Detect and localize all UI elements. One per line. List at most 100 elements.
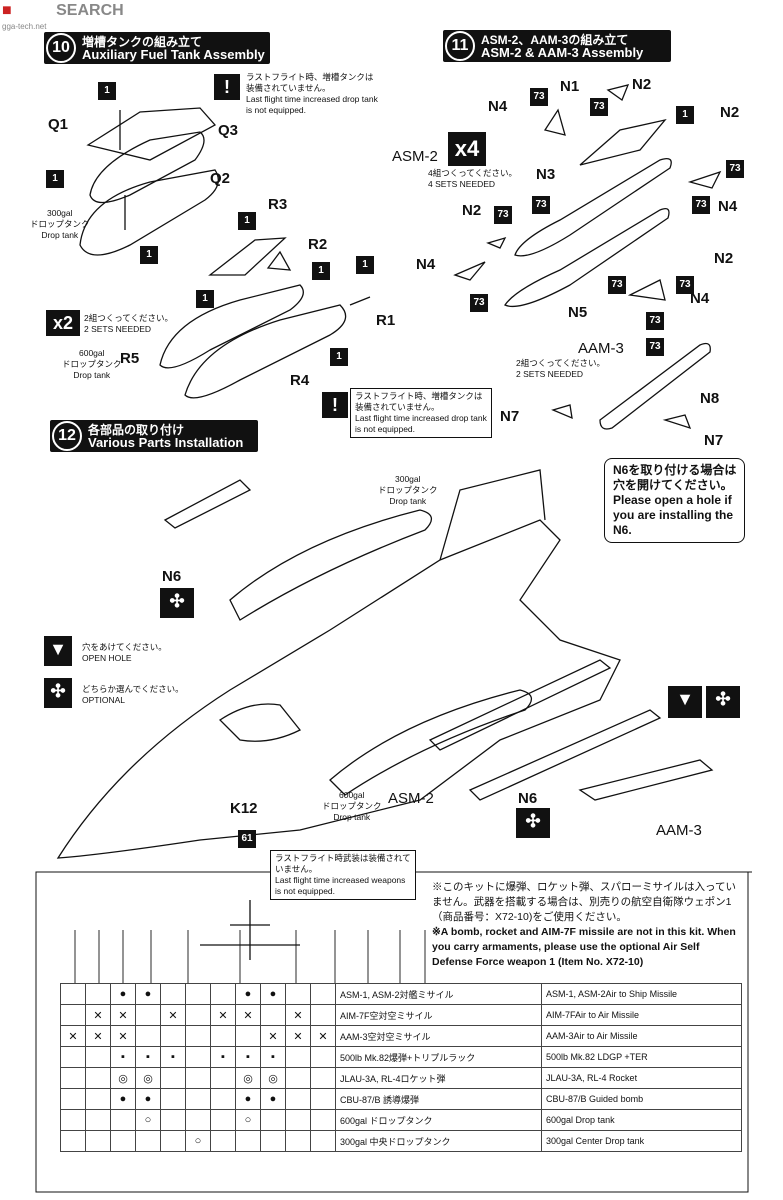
weapon-name-jp: JLAU-3A, RL-4ロケット弾 (334, 1067, 543, 1089)
color-tag: 73 (608, 276, 626, 294)
station-cell (185, 1109, 211, 1131)
size: 300gal (394, 474, 421, 484)
aam3-label: AAM-3 (578, 340, 624, 357)
en: OPEN HOLE (82, 653, 132, 663)
weapons-note: ラストフライト時武装は装備されて いません。 Last flight time … (270, 850, 416, 900)
armament-footnote: ※このキットに爆弾、ロケット弾、スパローミサイルは入っていません。武器を搭載する… (432, 880, 742, 970)
en: OPTIONAL (82, 695, 125, 705)
jp: 4組つくってください。 (428, 168, 518, 178)
station-cell (160, 1067, 186, 1089)
r2-fin (266, 250, 292, 271)
jp: どちらか選んでください。 (82, 684, 184, 694)
part-label-n1: N1 (560, 78, 580, 95)
part-label-n6: N6 (162, 568, 182, 585)
color-tag: 73 (494, 206, 512, 224)
part-label-r5: R5 (120, 350, 140, 367)
station-cell (160, 1130, 186, 1152)
jp2: 装備されていません。 (355, 402, 440, 412)
warning-icon: ! (322, 392, 348, 418)
jp2: いません。 (275, 864, 318, 874)
station-cell (85, 983, 111, 1005)
station-cell: ✕ (285, 1004, 311, 1026)
drop-tank-600-label: 600gal ドロップタンク Drop tank (322, 790, 382, 823)
part-label-n5: N5 (568, 304, 588, 321)
weapon-name-jp: ASM-1, ASM-2対艦ミサイル (334, 983, 543, 1005)
legend-open-hole: 穴をあけてください。 OPEN HOLE (82, 642, 167, 664)
n2-fin-a (606, 84, 630, 102)
station-cell (310, 1109, 336, 1131)
open-hole-icon: ▼ (44, 636, 72, 666)
step-number: 10 (46, 33, 76, 63)
color-tag: 1 (330, 348, 348, 366)
station-cell (210, 1088, 236, 1110)
aam3-body (599, 342, 711, 430)
station-cell (60, 1109, 86, 1131)
station-cell: ▪ (110, 1046, 136, 1068)
part-label-r1: R1 (376, 312, 396, 329)
station-cell (60, 1004, 86, 1026)
station-cell (210, 1109, 236, 1131)
aam3-pylon (468, 709, 662, 801)
color-tag: 1 (676, 106, 694, 124)
jp2: 穴を開けてください。 (613, 478, 733, 492)
site-logo[interactable]: ■ SEARCH (2, 2, 124, 20)
jp: 穴をあけてください。 (82, 642, 167, 652)
weapon-name-jp: AIM-7F空対空ミサイル (334, 1004, 543, 1026)
step-number: 11 (445, 31, 475, 61)
en: Drop tank (333, 812, 371, 822)
station-cell (135, 1004, 161, 1026)
en1: Last flight time increased drop tank (355, 413, 487, 423)
station-cell (85, 1067, 111, 1089)
r5-tank-half (159, 284, 304, 369)
station-cell: ✕ (260, 1025, 286, 1047)
aircraft-fuselage (56, 519, 621, 859)
size: 300gal (46, 208, 73, 218)
drop-tank-300gal (229, 509, 432, 621)
weapon-name-en: AAM-3Air to Air Missile (541, 1025, 742, 1047)
times2-badge: x2 (46, 310, 80, 336)
en: 4 SETS NEEDED (428, 179, 496, 189)
station-cell: ● (135, 983, 161, 1005)
jp: 2組つくってください。 (84, 313, 174, 323)
weapon-name-en: 300gal Center Drop tank (541, 1130, 742, 1152)
station-cell (185, 1004, 211, 1026)
drop-tank-600-label: 600gal ドロップタンク Drop tank (62, 348, 122, 381)
station-cell (60, 1088, 86, 1110)
part-label-n2: N2 (462, 202, 482, 219)
station-cell (185, 983, 211, 1005)
station-cell: ✕ (310, 1025, 336, 1047)
times2-note: 2組つくってください。 2 SETS NEEDED (84, 313, 173, 335)
station-cell (260, 1109, 286, 1131)
station-cell: ● (260, 1088, 286, 1110)
step12-header: 12 各部品の取り付け Various Parts Installation (50, 420, 258, 452)
step11-header: 11 ASM-2、AAM-3の組み立て ASM-2 & AAM-3 Assemb… (443, 30, 671, 62)
last-flight-tank-note: ラストフライト時、増槽タンクは 装備されていません。 Last flight t… (246, 72, 378, 116)
part-label-n6: N6 (518, 790, 538, 807)
n4-fin-c (627, 279, 666, 301)
en1: Last flight time increased drop tank (246, 94, 378, 104)
part-label-q1: Q1 (48, 116, 69, 133)
part-label-n8: N8 (700, 390, 720, 407)
drop-tank-600gal (329, 689, 532, 796)
color-tag: 73 (646, 338, 664, 356)
part-label-r3: R3 (268, 196, 288, 213)
station-cell (260, 1130, 286, 1152)
color-tag: 1 (196, 290, 214, 308)
station-cell (110, 1130, 136, 1152)
station-cell: ▪ (260, 1046, 286, 1068)
q2-tank-half (79, 169, 219, 256)
size: 600gal (78, 348, 105, 358)
station-cell (260, 1004, 286, 1026)
weapon-name-en: JLAU-3A, RL-4 Rocket (541, 1067, 742, 1089)
color-tag: 1 (46, 170, 64, 188)
weapon-name-jp: 500lb Mk.82爆弾+トリプルラック (334, 1046, 543, 1068)
part-label-q2: Q2 (210, 170, 231, 187)
en: 2 SETS NEEDED (84, 324, 152, 334)
jp: ドロップタンク (378, 485, 438, 495)
step10-header: 10 増槽タンクの組み立て Auxiliary Fuel Tank Assemb… (44, 32, 270, 64)
jp: ドロップタンク (322, 801, 382, 811)
step-title-jp: 増槽タンクの組み立て (82, 35, 203, 49)
en2: is not equipped. (246, 105, 307, 115)
